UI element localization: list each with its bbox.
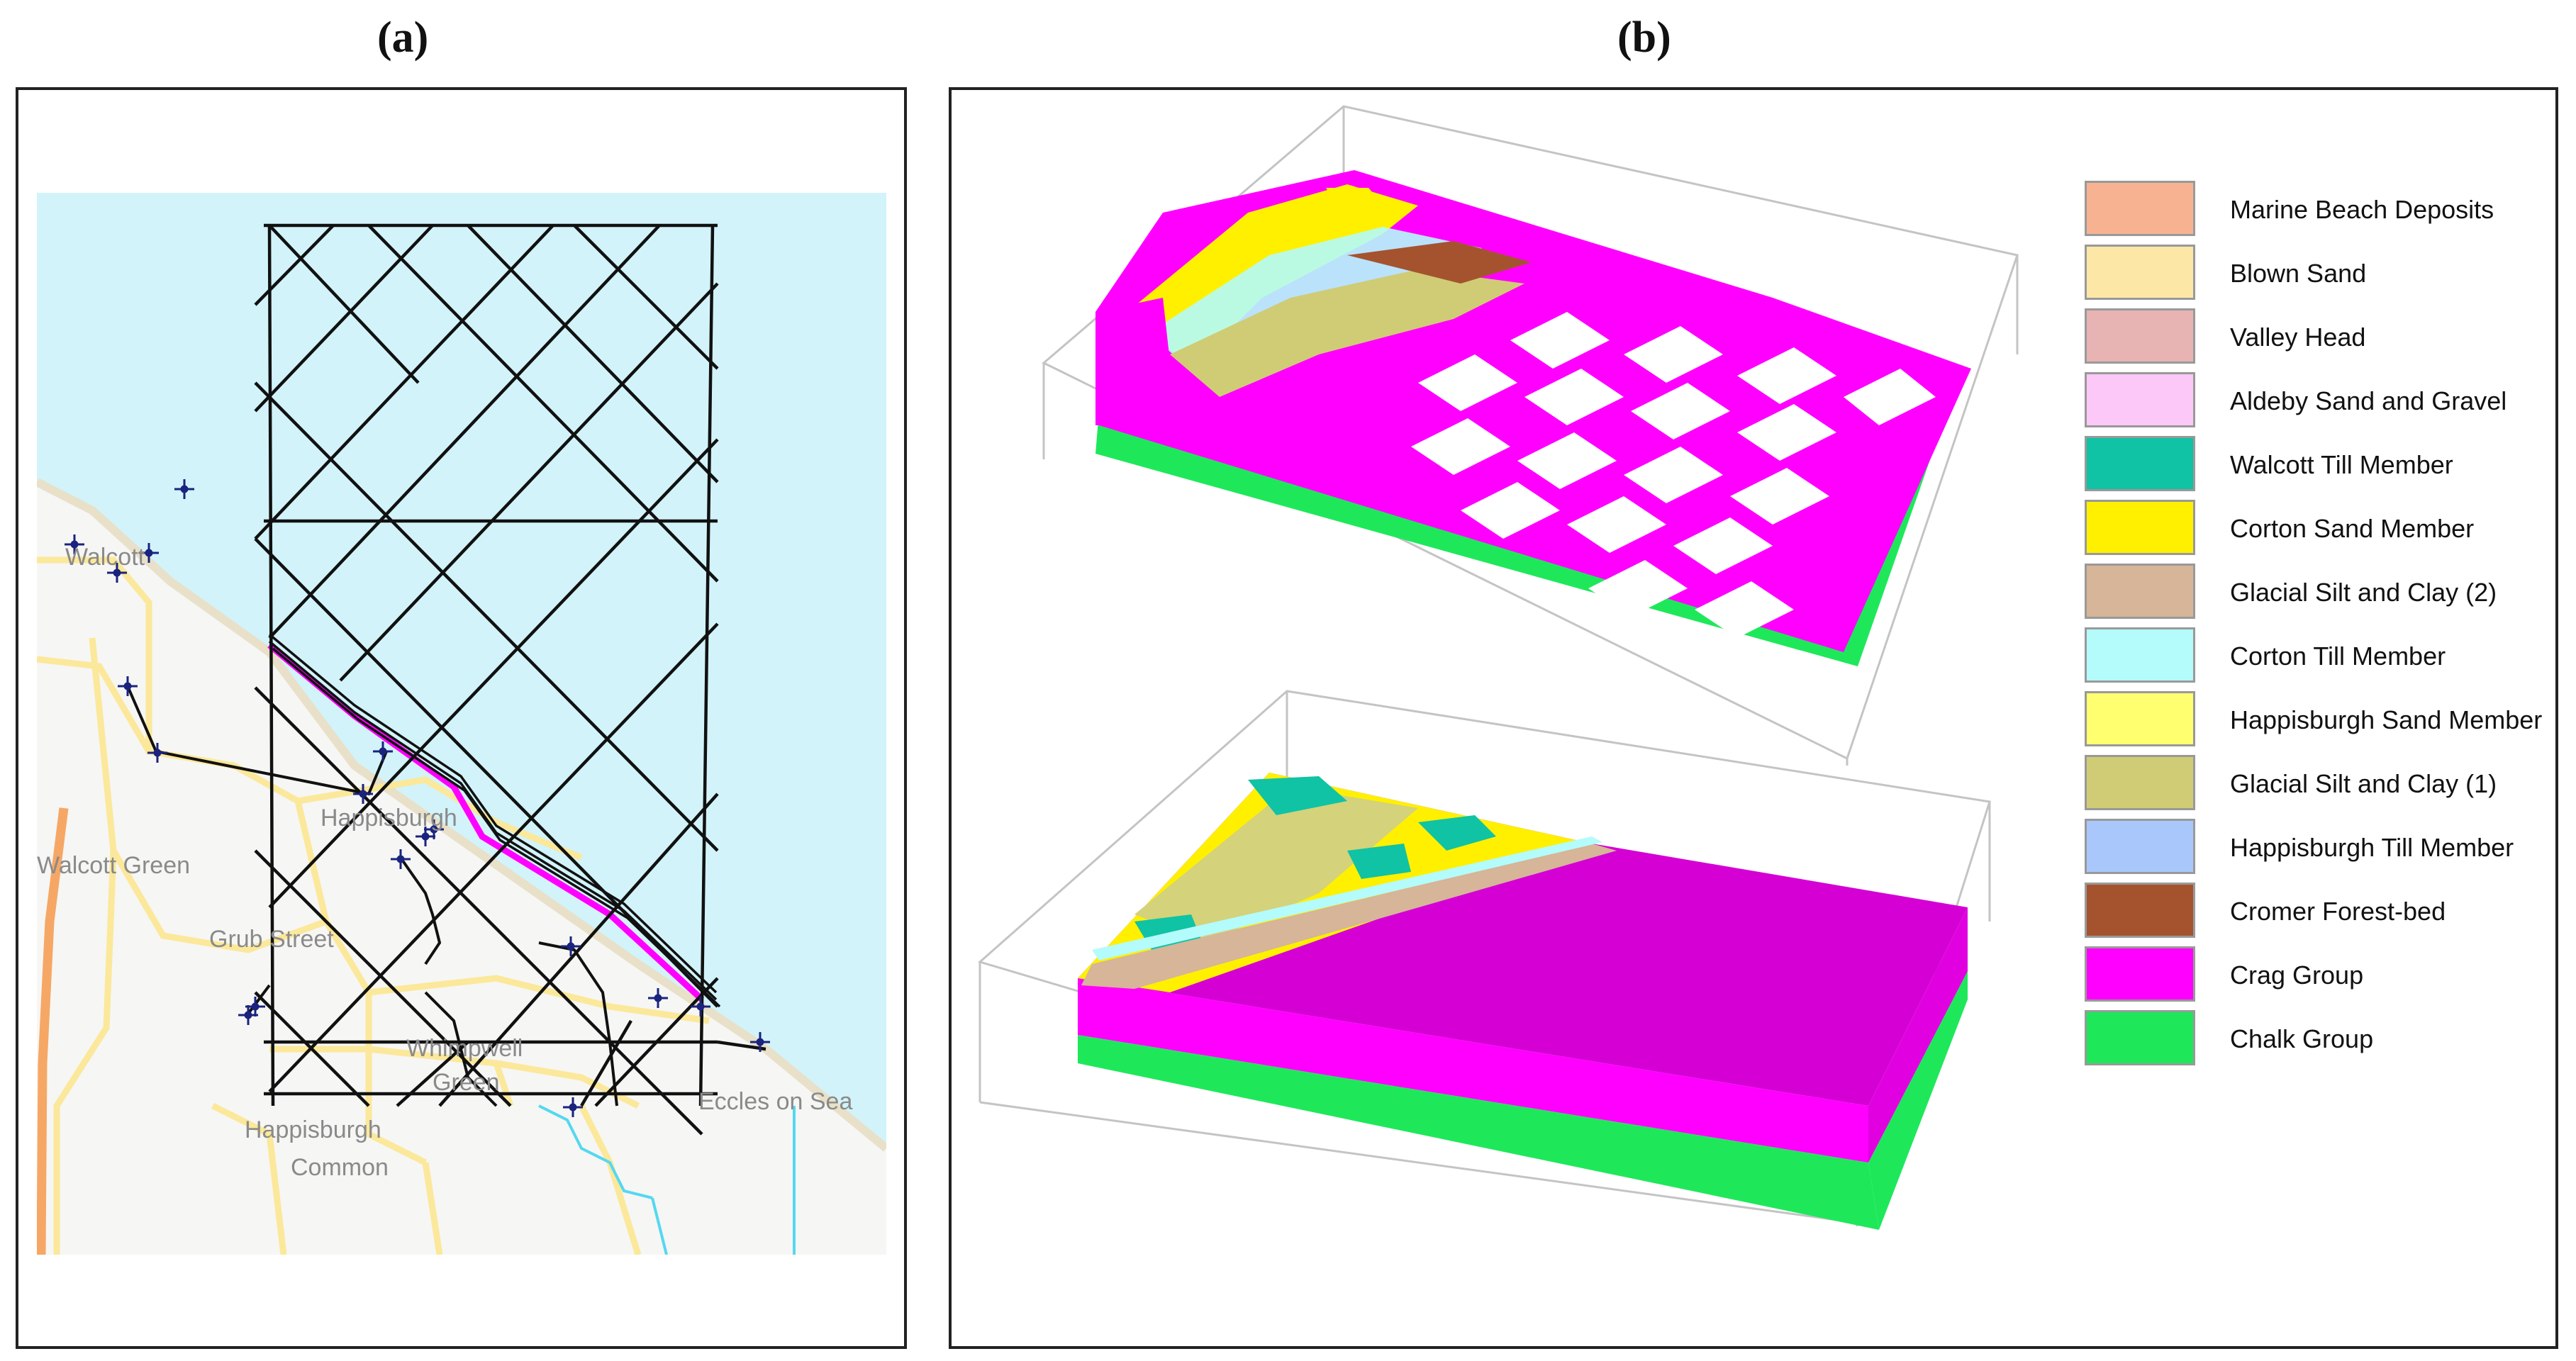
profile-lines <box>126 685 618 1107</box>
legend-item: Aldeby Sand and Gravel <box>2085 372 2538 427</box>
legend-swatch <box>2085 1010 2195 1065</box>
panel-a-label: (a) <box>377 13 429 62</box>
legend-swatch <box>2085 946 2195 1002</box>
upper-model-sections <box>1095 170 1971 666</box>
legend-label: Corton Till Member <box>2230 642 2446 671</box>
legend-label: Glacial Silt and Clay (2) <box>2230 578 2497 607</box>
sea-area <box>37 193 886 1148</box>
legend-swatch <box>2085 691 2195 746</box>
legend-swatch <box>2085 245 2195 300</box>
legend-label: Glacial Silt and Clay (1) <box>2230 769 2497 798</box>
legend-item: Happisburgh Till Member <box>2085 819 2538 874</box>
place-walcott-green: Walcott Green <box>37 852 190 879</box>
legend-label: Chalk Group <box>2230 1024 2374 1053</box>
streams <box>538 1104 796 1255</box>
legend-swatch <box>2085 436 2195 491</box>
place-walcott: Walcott <box>65 544 145 571</box>
legend-item: Corton Till Member <box>2085 627 2538 683</box>
legend-item: Valley Head <box>2085 308 2538 364</box>
legend-swatch <box>2085 181 2195 236</box>
legend-item: Walcott Till Member <box>2085 436 2538 491</box>
legend-item: Cromer Forest-bed <box>2085 883 2538 938</box>
place-grub-street: Grub Street <box>209 926 334 953</box>
legend-swatch <box>2085 372 2195 427</box>
legend-swatch <box>2085 564 2195 619</box>
legend-swatch <box>2085 500 2195 555</box>
legend-item: Chalk Group <box>2085 1010 2538 1065</box>
legend-label: Happisburgh Till Member <box>2230 833 2514 862</box>
place-whimpwell: Whimpwell <box>406 1035 523 1062</box>
lower-model-block <box>1078 773 1968 1230</box>
legend-label: Blown Sand <box>2230 259 2367 288</box>
legend-label: Happisburgh Sand Member <box>2230 705 2543 734</box>
place-happisburgh-common-2: Common <box>291 1154 389 1181</box>
legend-label: Corton Sand Member <box>2230 514 2475 543</box>
legend-label: Crag Group <box>2230 960 2364 990</box>
panel-b-label: (b) <box>1617 13 1671 62</box>
legend-swatch <box>2085 308 2195 364</box>
legend-label: Valley Head <box>2230 323 2366 352</box>
legend-label: Cromer Forest-bed <box>2230 897 2446 926</box>
borehole-markers <box>65 479 770 1117</box>
place-happisburgh-common-1: Happisburgh <box>245 1116 381 1143</box>
major-road <box>37 807 69 1255</box>
legend-item: Glacial Silt and Clay (2) <box>2085 564 2538 619</box>
legend-item: Crag Group <box>2085 946 2538 1002</box>
legend-swatch <box>2085 755 2195 810</box>
place-eccles-on-sea: Eccles on Sea <box>698 1088 852 1115</box>
legend-item: Happisburgh Sand Member <box>2085 691 2542 746</box>
legend-item: Corton Sand Member <box>2085 500 2538 555</box>
place-happisburgh: Happisburgh <box>320 805 457 831</box>
legend-swatch <box>2085 819 2195 874</box>
legend-item: Glacial Silt and Clay (1) <box>2085 755 2538 810</box>
legend-swatch <box>2085 883 2195 938</box>
legend-swatch <box>2085 627 2195 683</box>
legend-label: Marine Beach Deposits <box>2230 195 2494 224</box>
place-green: Green <box>433 1069 500 1096</box>
legend-item: Blown Sand <box>2085 245 2538 300</box>
legend-label: Walcott Till Member <box>2230 450 2453 479</box>
legend-item: Marine Beach Deposits <box>2085 181 2538 236</box>
legend-label: Aldeby Sand and Gravel <box>2230 386 2507 415</box>
survey-grid <box>254 223 766 1136</box>
